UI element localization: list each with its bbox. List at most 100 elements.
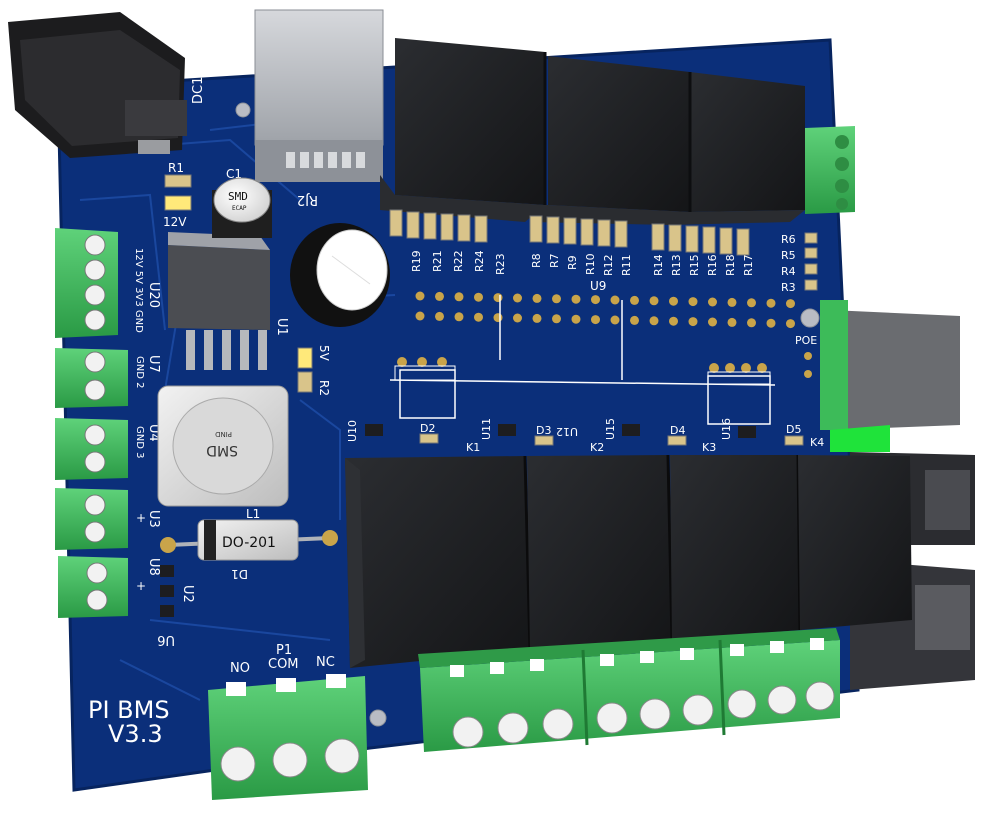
terminal-block-u3	[55, 488, 128, 550]
label-u16: U16	[720, 418, 733, 440]
label-cap-ecap: ECAP	[232, 205, 247, 212]
label-r24: R24	[473, 250, 486, 272]
header-pin	[786, 319, 795, 329]
diode-d1: DO-201	[160, 519, 338, 561]
header-pin	[591, 295, 600, 305]
label-u10: U10	[346, 420, 359, 442]
header-pin	[669, 316, 678, 326]
smd-diodes	[419, 433, 804, 446]
header-pin	[669, 296, 678, 306]
relay-k2	[527, 454, 674, 650]
header-pin	[708, 297, 717, 307]
label-u3: U3	[146, 510, 161, 528]
header-pin	[610, 295, 620, 305]
header-pin	[513, 313, 522, 323]
header-pin	[727, 317, 737, 327]
label-u11: U11	[480, 418, 493, 440]
label-u4: U4	[146, 424, 161, 442]
label-p1: P1	[276, 643, 292, 658]
header-pin	[474, 292, 483, 302]
smd-transistors	[365, 424, 756, 438]
header-pin	[474, 312, 483, 322]
label-u6: U6	[157, 632, 175, 647]
relay-k1	[345, 455, 532, 668]
label-u15: U15	[604, 418, 617, 440]
label-u8: U8	[146, 558, 161, 576]
label-u1: U1	[274, 318, 289, 336]
header-pin	[747, 298, 756, 308]
header-pin	[747, 318, 756, 328]
header-pin	[786, 299, 795, 309]
header-pin	[493, 293, 503, 303]
label-l1: L1	[246, 507, 260, 521]
label-inductor-smd: SMD	[206, 442, 238, 458]
label-u7-pins: GND 2	[134, 356, 145, 388]
led-5v	[297, 347, 313, 369]
header-pin	[649, 316, 659, 326]
label-k1: K1	[466, 441, 480, 454]
dc-jack-dc1	[8, 12, 187, 158]
terminal-block-u20	[55, 228, 118, 338]
label-r17: R17	[742, 254, 755, 276]
label-plus-u3: +	[136, 511, 146, 525]
label-r9: R9	[566, 255, 579, 270]
resistor-array-top	[389, 209, 750, 256]
header-pin	[688, 317, 698, 327]
resistor-r2	[297, 371, 313, 393]
label-r7: R7	[548, 253, 561, 268]
terminal-block-u4	[55, 418, 128, 480]
header-pin	[610, 315, 620, 325]
label-r19: R19	[410, 250, 423, 272]
mounting-hole	[369, 709, 387, 727]
resistor-labels-group-a: R19 R21 R22 R24 R23	[410, 250, 507, 275]
label-r1: R1	[168, 161, 184, 175]
label-r16: R16	[706, 254, 719, 276]
label-u12: U12	[556, 425, 578, 438]
label-r3: R3	[781, 281, 796, 294]
terminal-block-u7	[55, 348, 128, 408]
terminal-bank-relays	[418, 628, 840, 752]
label-d4: D4	[670, 424, 685, 437]
header-pin	[513, 293, 522, 303]
board-title-line1: PI BMS	[88, 696, 170, 724]
header-pin	[493, 313, 503, 323]
header-pin	[688, 297, 698, 307]
label-5v: 5V	[317, 345, 331, 362]
label-inductor-pind: PIND	[215, 430, 232, 438]
vertical-pins	[397, 357, 767, 373]
label-d2: D2	[420, 422, 435, 435]
header-pin	[454, 292, 464, 302]
power-inductor: SMD PIND	[157, 385, 289, 507]
label-k3: K3	[702, 441, 716, 454]
header-pin	[766, 318, 776, 328]
header-pin	[532, 313, 542, 323]
header-pin	[766, 298, 776, 308]
label-r2: R2	[317, 380, 331, 396]
label-k4: K4	[810, 436, 824, 449]
terminal-block-u8	[58, 556, 128, 618]
relay-k3	[670, 454, 802, 640]
resistor-labels-group-c: R14 R13 R15 R16 R18 R17	[652, 254, 755, 276]
mounting-hole	[235, 102, 251, 118]
resistor-array-right	[804, 232, 818, 291]
label-rj2: RJ2	[297, 192, 318, 207]
header-pin	[435, 291, 444, 301]
label-r5: R5	[781, 249, 796, 262]
label-r13: R13	[670, 254, 683, 276]
label-r15: R15	[688, 254, 701, 276]
label-no: NO	[230, 661, 250, 676]
header-pin	[415, 291, 425, 301]
label-nc: NC	[316, 655, 335, 670]
header-pin	[571, 294, 581, 304]
label-k2: K2	[590, 441, 604, 454]
label-r11: R11	[620, 254, 633, 276]
label-r4: R4	[781, 265, 796, 278]
header-pin	[591, 315, 600, 325]
label-c1: C1	[226, 167, 242, 181]
label-r12: R12	[602, 254, 615, 276]
label-r18: R18	[724, 254, 737, 276]
header-pin	[552, 314, 561, 324]
header-pin	[571, 314, 581, 324]
header-pin	[415, 311, 425, 321]
label-u2: U2	[180, 585, 195, 603]
